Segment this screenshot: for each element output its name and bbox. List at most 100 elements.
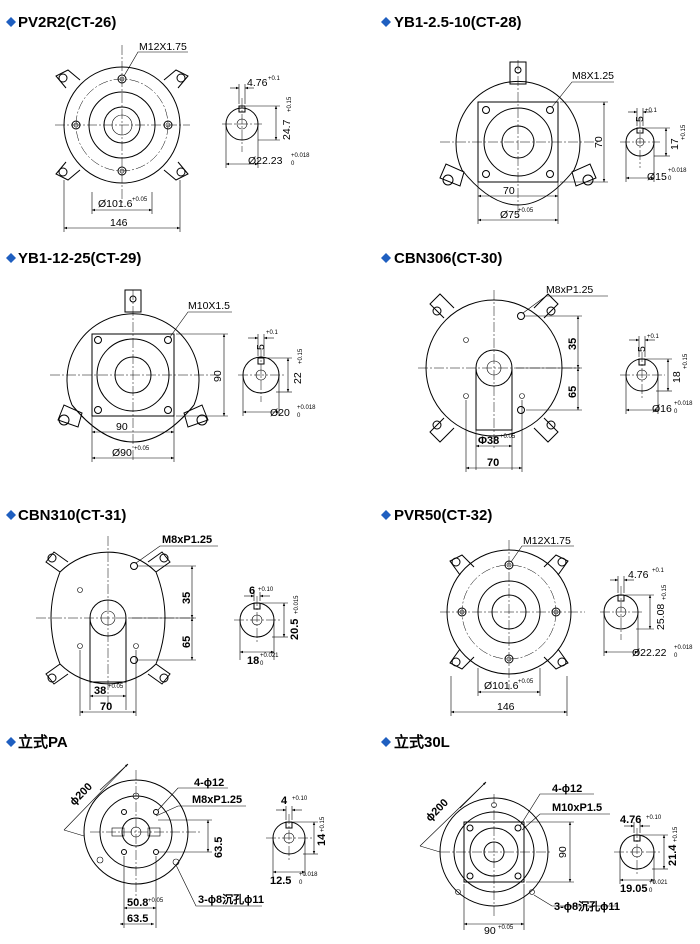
shaft-key-tolerance: +0.10: [646, 815, 662, 821]
shaft-height-tolerance: +0.15: [287, 96, 293, 112]
shaft-height-tolerance: +0.15: [320, 816, 326, 832]
section-title: YB1-12-25(CT-29): [18, 250, 141, 267]
shaft-section-yb1-12-25: 5 +0.1 22 +0.15 Ø20 +0.018 0: [238, 330, 316, 419]
shaft-key-label: 4.76: [620, 814, 641, 826]
diamond-bullet-icon: [6, 737, 16, 747]
shaft-section-pv2r2: 4.76 +0.1 24.7 +0.15 Ø22.23 +0.018 0: [222, 76, 310, 168]
width-dim-tolerance: +0.05: [498, 925, 514, 931]
square-height-label: 70: [593, 136, 605, 148]
flange-drawing-cbn310: M8xP1.25 35 65 38 +0.05 70: [36, 534, 218, 716]
bolt-circle-tolerance: +0.05: [134, 446, 150, 452]
pilot-tolerance: +0.05: [500, 434, 516, 440]
shaft-dia-tol-upper: +0.018: [299, 872, 318, 878]
shaft-dia-tol-lower: 0: [260, 661, 264, 667]
shaft-section-yb1-2-5-10: 5 +0.1 17 +0.15 Ø15 +0.018 0: [620, 108, 687, 183]
shaft-dia-label: Ø22.23: [248, 155, 283, 167]
shaft-dia-tol-lower: 0: [674, 653, 678, 659]
shaft-height-label: 17: [669, 138, 681, 150]
width-label: 70: [487, 457, 499, 469]
shaft-dia-label: 12.5: [270, 875, 291, 887]
thread-label: M10xP1.5: [552, 802, 602, 814]
shaft-height-tolerance: +0.15: [683, 353, 689, 369]
section-title: PVR50(CT-32): [394, 507, 492, 524]
width-label: 146: [497, 701, 515, 713]
flange-drawing-pv2r2: M12X1.75 Ø101.6 +0.05 146: [55, 41, 190, 232]
shaft-dia-tol-upper: +0.021: [260, 653, 279, 659]
bolt-circle-tolerance: +0.05: [518, 208, 534, 214]
shaft-dia-tol-lower: 0: [668, 176, 672, 182]
shaft-section-pa: 4 +0.10 14 +0.15 12.5 +0.018 0: [266, 795, 328, 887]
diamond-bullet-icon: [6, 253, 16, 263]
thread-label: M10X1.5: [188, 300, 230, 312]
square-height-label: 90: [212, 370, 224, 382]
shaft-dia-tol-upper: +0.018: [674, 401, 693, 407]
shaft-key-tolerance: +0.1: [266, 330, 279, 336]
title-30l: 立式30L: [381, 733, 450, 751]
diamond-bullet-icon: [6, 17, 16, 27]
shaft-height-label: 22: [292, 372, 304, 384]
flange-drawing-pvr50: M12X1.75 Ø101.6 +0.05 146: [440, 535, 585, 716]
title-pa: 立式PA: [6, 733, 68, 751]
shaft-key-label: 5: [255, 344, 267, 350]
shaft-height-label: 20.5: [289, 619, 301, 640]
title-cbn310: CBN310(CT-31): [6, 507, 126, 524]
shaft-key-label: 5: [636, 346, 648, 352]
diamond-bullet-icon: [381, 253, 391, 263]
shaft-key-label: 6: [249, 585, 255, 597]
bolt-circle-label: Ø101.6: [98, 198, 133, 210]
shaft-section-cbn306: 5 +0.1 18 +0.15 Ø16 +0.018 0: [620, 334, 693, 415]
shaft-dia-tol-upper: +0.018: [291, 153, 310, 159]
section-title: 立式30L: [394, 733, 450, 751]
vertical-dim-lower: 65: [181, 636, 193, 648]
width-label: 146: [110, 217, 128, 229]
flange-drawing-yb1-2-5-10: M8X1.25 70 70 Ø75 +0.05: [439, 60, 614, 224]
section-title: YB1-2.5-10(CT-28): [394, 14, 522, 31]
shaft-key-tolerance: +0.1: [645, 108, 658, 114]
shaft-key-tolerance: +0.1: [268, 76, 281, 82]
counterbore-label: 3-ɸ8沉孔ɸ11: [554, 899, 620, 913]
section-title: PV2R2(CT-26): [18, 14, 116, 31]
vertical-dim-lower: 65: [567, 386, 579, 398]
title-cbn306: CBN306(CT-30): [381, 250, 502, 267]
shaft-dia-tol-upper: +0.018: [297, 405, 316, 411]
title-pvr50: PVR50(CT-32): [381, 507, 492, 524]
vertical-dim-label: 63.5: [213, 837, 225, 858]
shaft-dia-tol-lower: 0: [649, 888, 653, 894]
width-dim-1-tolerance: +0.05: [148, 898, 164, 904]
shaft-section-30l: 4.76 +0.10 21.4 +0.15 19.05 +0.021 0: [614, 814, 679, 895]
shaft-height-tolerance: +0.15: [662, 584, 668, 600]
holes-label: 4-ɸ12: [194, 777, 224, 789]
bolt-circle-label: Ø75: [500, 209, 520, 221]
outer-dia-label: ɸ200: [68, 781, 95, 808]
section-title: CBN310(CT-31): [18, 507, 126, 524]
shaft-dia-label: Ø15: [647, 171, 667, 183]
shaft-key-tolerance: +0.1: [652, 568, 665, 574]
bolt-circle-tolerance: +0.05: [518, 679, 534, 685]
bolt-circle-tolerance: +0.05: [132, 197, 148, 203]
title-pv2r2: PV2R2(CT-26): [6, 14, 116, 31]
section-title: 立式PA: [18, 733, 68, 751]
shaft-dia-tol-upper: +0.021: [649, 880, 668, 886]
diamond-bullet-icon: [381, 737, 391, 747]
flange-drawing-yb1-12-25: M10X1.5 90 90 Ø90 +0.05: [50, 289, 232, 462]
square-width-label: 70: [503, 185, 515, 197]
flange-drawing-30l: ɸ200 4-ɸ12 M10xP1.5 3-ɸ8沉孔ɸ11 90 90 +0.0…: [419, 781, 620, 937]
shaft-height-label: 21.4: [667, 844, 679, 866]
pilot-tolerance: +0.05: [108, 684, 124, 690]
shaft-section-cbn310: 6 +0.10 20.5 +0.015 18 +0.021 0: [234, 585, 301, 667]
shaft-height-label: 24.7: [281, 119, 293, 140]
shaft-height-tolerance: +0.15: [681, 124, 687, 140]
shaft-height-tolerance: +0.15: [673, 826, 679, 842]
holes-label: 4-ɸ12: [552, 783, 582, 795]
shaft-height-tolerance: +0.015: [294, 595, 300, 614]
width-dim-2-label: 63.5: [127, 913, 148, 925]
shaft-dia-label: 19.05: [620, 883, 648, 895]
shaft-height-label: 14: [316, 833, 328, 846]
thread-label: M12X1.75: [523, 535, 571, 547]
shaft-dia-label: Ø22.22: [632, 647, 667, 659]
bolt-circle-label: Ø101.6: [484, 680, 519, 692]
thread-label: M8X1.25: [572, 70, 614, 82]
shaft-dia-tol-lower: 0: [674, 409, 678, 415]
title-yb1-2-5-10: YB1-2.5-10(CT-28): [381, 14, 522, 31]
